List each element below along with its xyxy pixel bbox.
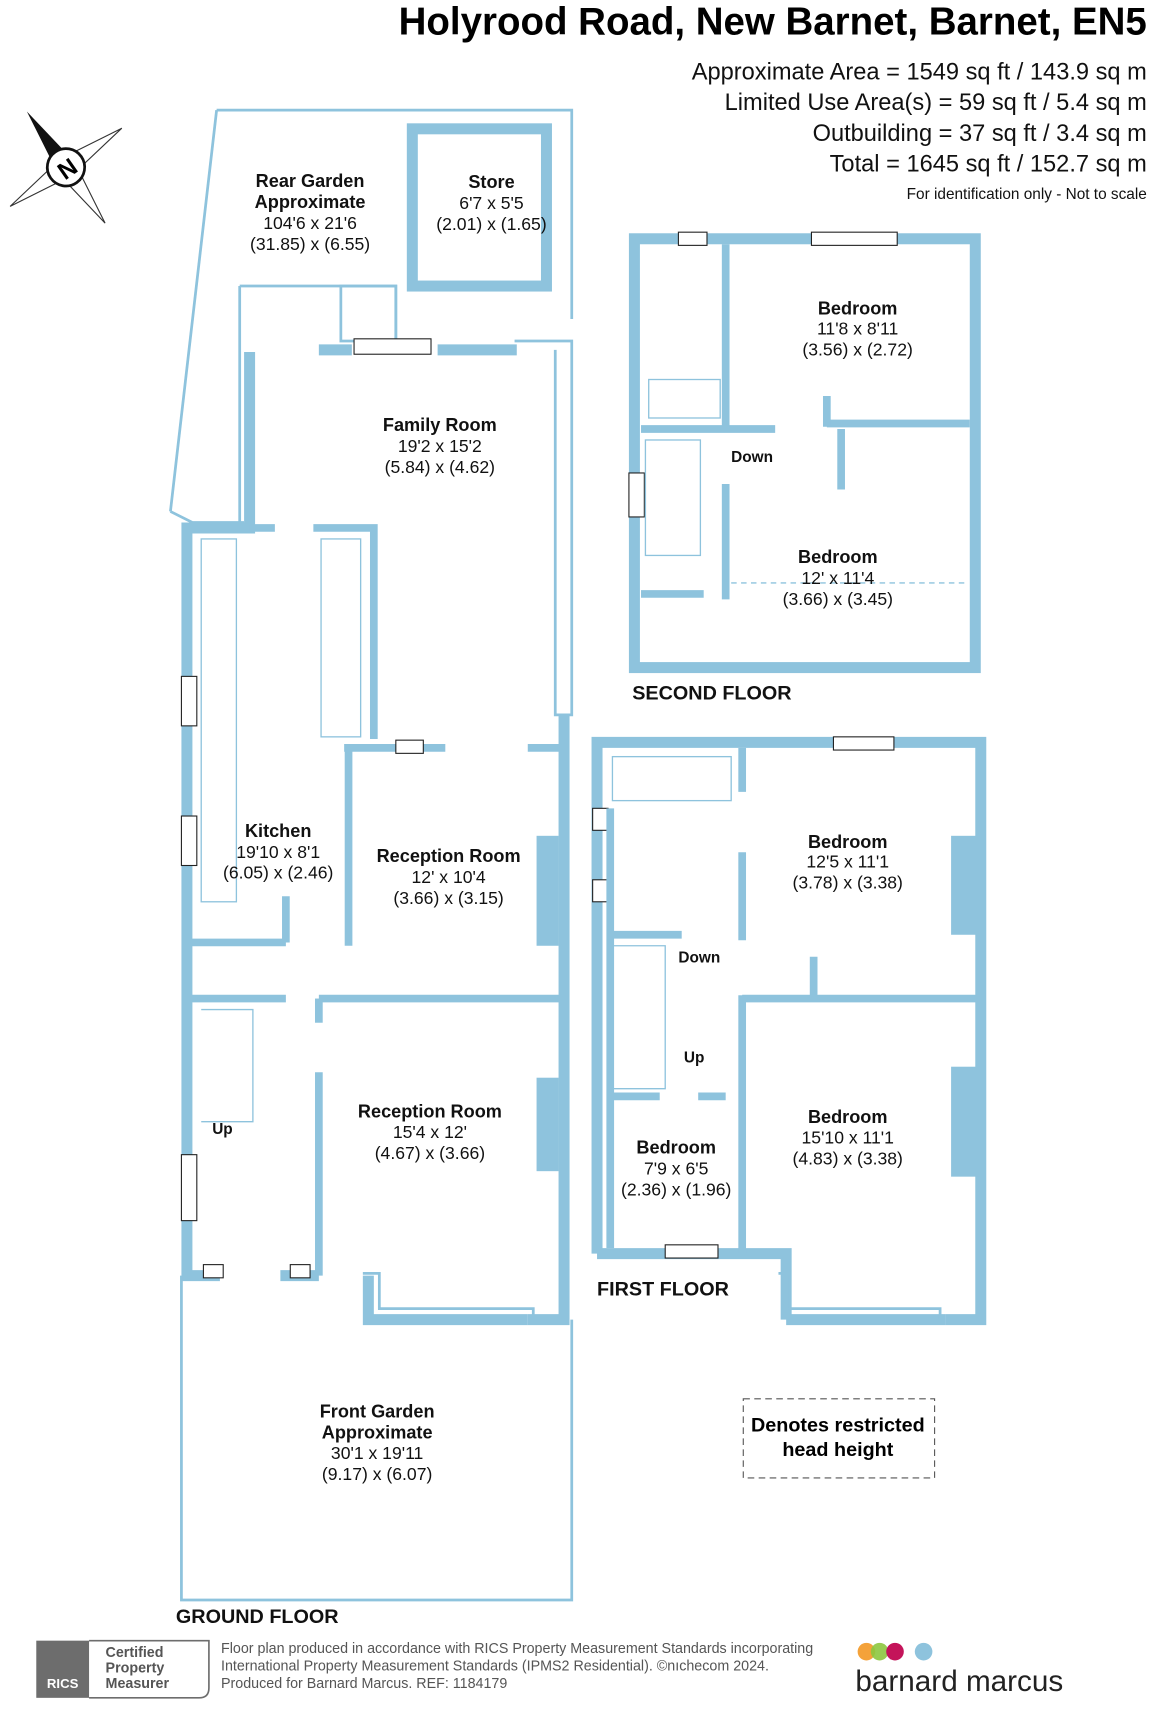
room-name: Reception Room [358,1101,502,1121]
second-floor-stairs-down: Down [731,449,773,466]
room-reception-room-2: Reception Room 15'4 x 12' (4.67) x (3.66… [358,1101,502,1163]
room-size-metric: (6.05) x (2.46) [223,863,333,883]
first-floor-stairs-down: Down [678,949,720,966]
room-size-imperial: 12'5 x 11'1 [806,852,889,872]
second-floor-label: SECOND FLOOR [632,682,791,704]
room-name: Rear Garden [256,171,365,191]
second-floor-plan [628,231,981,674]
first-floor-stairs-up: Up [684,1049,705,1066]
room-size-imperial: 6'7 x 5'5 [459,193,524,213]
room-size-imperial: 104'6 x 21'6 [263,213,357,233]
room-second-bedroom-1: Bedroom 11'8 x 8'11 (3.56) x (2.72) [802,299,912,360]
room-subtitle: Approximate [255,192,366,212]
room-size-metric: (4.67) x (3.66) [375,1143,485,1163]
area-summary: Approximate Area = 1549 sq ft / 143.9 sq… [692,59,1147,177]
footer-line-1: Floor plan produced in accordance with R… [221,1641,813,1657]
room-front-garden: Front Garden Approximate 30'1 x 19'11 (9… [320,1401,435,1484]
room-second-bedroom-2: Bedroom 12' x 11'4 (3.66) x (3.45) [783,547,893,609]
room-size-metric: (2.36) x (1.96) [621,1179,731,1199]
room-name: Bedroom [808,1107,888,1127]
room-size-imperial: 7'9 x 6'5 [644,1158,709,1178]
room-rear-garden: Rear Garden Approximate 104'6 x 21'6 (31… [250,171,370,254]
room-kitchen: Kitchen 19'10 x 8'1 (6.05) x (2.46) [223,821,333,883]
room-size-imperial: 19'2 x 15'2 [398,436,482,456]
ground-floor-stairs-up: Up [212,1121,233,1138]
area-outbuilding: Outbuilding = 37 sq ft / 3.4 sq m [813,121,1147,147]
ground-floor-label: GROUND FLOOR [176,1606,339,1628]
room-size-metric: (3.66) x (3.15) [393,888,503,908]
page-title: Holyrood Road, New Barnet, Barnet, EN5 [399,0,1147,43]
area-approximate: Approximate Area = 1549 sq ft / 143.9 sq… [692,59,1147,85]
room-size-metric: (2.01) x (1.65) [436,214,546,234]
first-floor-label: FIRST FLOOR [597,1278,729,1300]
room-size-imperial: 11'8 x 8'11 [817,318,898,338]
room-name: Front Garden [320,1401,435,1421]
room-name: Kitchen [245,821,311,841]
disclaimer: For identification only - Not to scale [907,186,1147,203]
room-size-imperial: 12' x 11'4 [801,568,874,588]
area-limited-use: Limited Use Area(s) = 59 sq ft / 5.4 sq … [725,90,1147,116]
room-size-metric: (3.66) x (3.45) [783,589,893,609]
restricted-head-height-legend: Denotes restricted head height [742,1398,936,1479]
legend-text: head height [782,1439,893,1461]
room-name: Store [468,172,514,192]
room-size-metric: (9.17) x (6.07) [322,1464,432,1484]
room-size-imperial: 12' x 10'4 [412,867,486,887]
store-walls [406,123,552,292]
room-family-room: Family Room 19'2 x 15'2 (5.84) x (4.62) [383,415,497,477]
rics-text: Property [106,1661,165,1677]
ground-floor-plan [169,108,574,1602]
room-size-metric: (3.56) x (2.72) [802,339,912,359]
rics-logo [36,1640,90,1698]
room-size-imperial: 30'1 x 19'11 [331,1443,423,1463]
rics-badge: RICS Certified Property Measurer [36,1639,210,1699]
room-size-imperial: 15'10 x 11'1 [802,1128,894,1148]
brand-name: barnard marcus [855,1665,1063,1698]
legend-text: Denotes restricted [751,1415,925,1437]
rics-text: Measurer [106,1676,170,1692]
room-size-metric: (31.85) x (6.55) [250,234,370,254]
footer-line-3: Produced for Barnard Marcus. REF: 118417… [221,1676,507,1692]
barnard-marcus-logo: barnard marcus [855,1642,1063,1698]
room-size-imperial: 15'4 x 12' [393,1122,467,1142]
room-name: Bedroom [818,299,898,319]
room-subtitle: Approximate [322,1422,433,1442]
room-first-bedroom-2: Bedroom 15'10 x 11'1 (4.83) x (3.38) [793,1107,903,1169]
room-name: Family Room [383,415,497,435]
area-total: Total = 1645 sq ft / 152.7 sq m [830,152,1147,178]
room-reception-room-1: Reception Room 12' x 10'4 (3.66) x (3.15… [377,846,521,908]
rics-logo-text: RICS [47,1676,79,1691]
footer-line-2: International Property Measurement Stand… [221,1658,769,1674]
room-name: Bedroom [636,1138,716,1158]
room-first-bedroom-3: Bedroom 7'9 x 6'5 (2.36) x (1.96) [621,1138,731,1200]
room-store: Store 6'7 x 5'5 (2.01) x (1.65) [436,172,546,234]
room-first-bedroom-1: Bedroom 12'5 x 11'1 (3.78) x (3.38) [793,832,903,893]
room-size-metric: (5.84) x (4.62) [385,457,495,477]
rics-text: Certified [106,1645,164,1661]
room-size-metric: (4.83) x (3.38) [793,1149,903,1169]
room-name: Bedroom [798,547,878,567]
room-size-imperial: 19'10 x 8'1 [236,842,320,862]
compass-icon [9,111,123,224]
first-floor-plan [591,736,987,1326]
room-name: Reception Room [377,846,521,866]
room-name: Bedroom [808,832,888,852]
room-size-metric: (3.78) x (3.38) [793,873,903,893]
